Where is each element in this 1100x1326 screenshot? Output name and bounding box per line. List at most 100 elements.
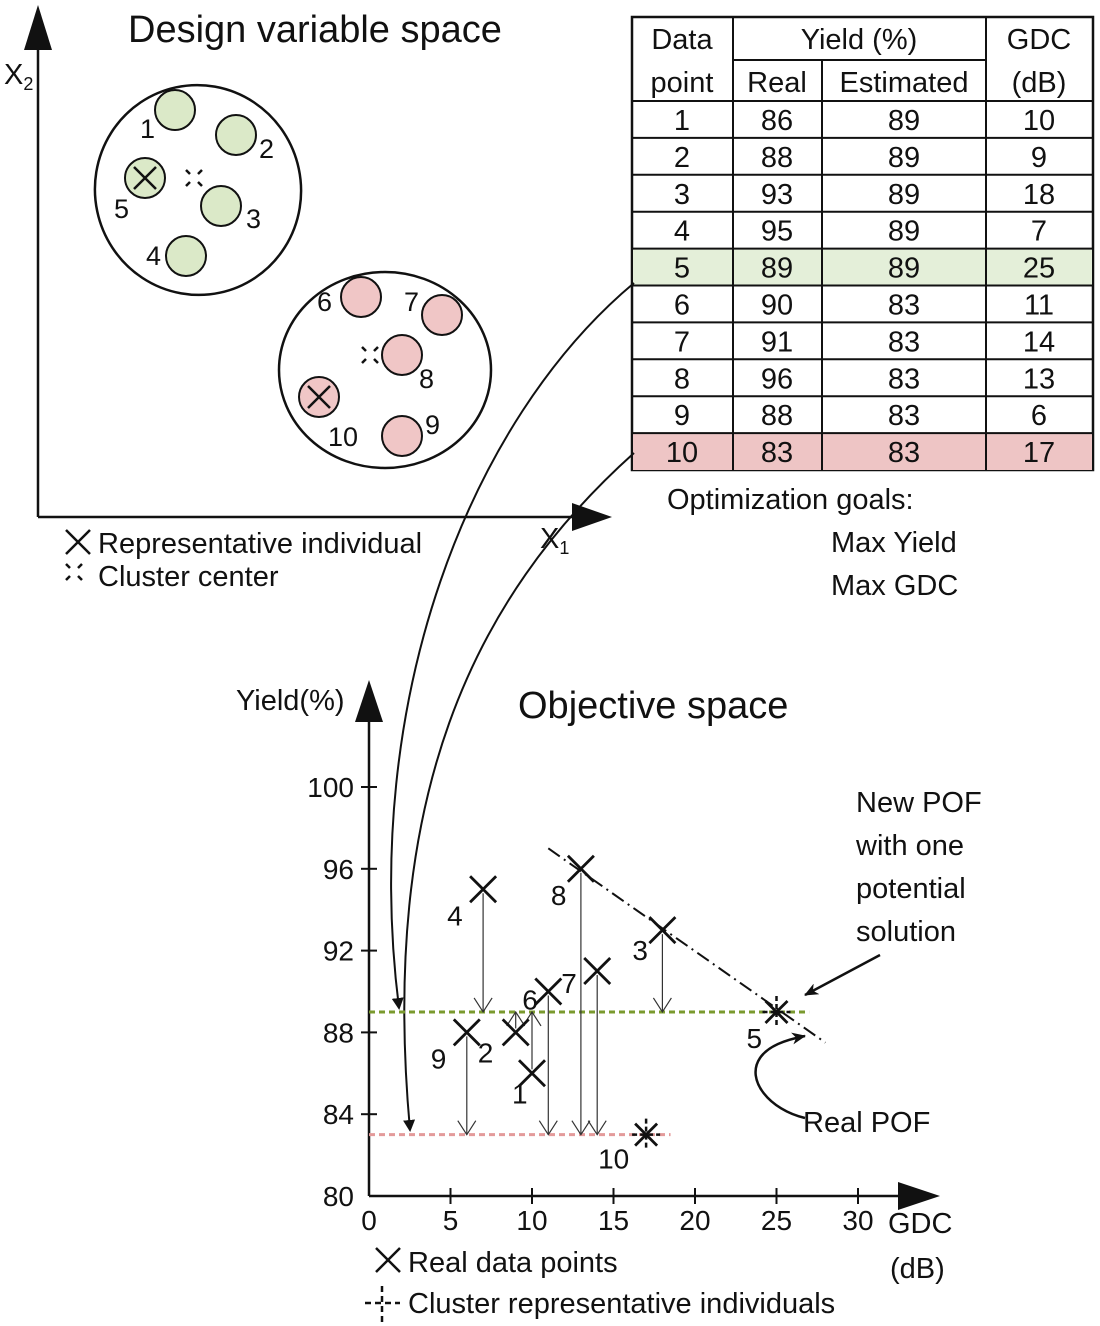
new-pof-line-4: solution xyxy=(856,916,956,948)
objective-point-2: 2 xyxy=(478,1018,530,1068)
objective-point-8: 8 xyxy=(551,854,595,911)
cluster-center-green xyxy=(185,169,203,187)
table-cell: 83 xyxy=(888,326,920,358)
gdc-axis-label: GDC xyxy=(888,1208,952,1240)
design-point-3 xyxy=(200,185,242,227)
data-table: Data point Yield (%) Real Estimated GDC … xyxy=(630,15,1095,602)
design-label-4: 4 xyxy=(146,241,161,271)
objective-point-label: 4 xyxy=(447,900,463,931)
table-cell: 3 xyxy=(674,179,690,211)
goal-max-gdc: Max GDC xyxy=(831,570,958,602)
objective-point-9: 9 xyxy=(431,1018,481,1074)
table-cell: 83 xyxy=(761,437,793,469)
table-cell: 89 xyxy=(888,216,920,248)
table-cell: 83 xyxy=(888,437,920,469)
new-pof-line-2: with one xyxy=(855,830,964,862)
table-cell: 17 xyxy=(1023,437,1055,469)
objective-point-10: 10 xyxy=(598,1118,661,1175)
estimation-arrow-9 xyxy=(457,1036,477,1136)
table-cell: 9 xyxy=(674,400,690,432)
estimation-arrow-4 xyxy=(473,893,493,1014)
objective-point-7: 7 xyxy=(561,957,612,999)
table-cell: 6 xyxy=(674,290,690,322)
table-cell: 95 xyxy=(761,216,793,248)
table-cell: 2 xyxy=(674,142,690,174)
x1-axis-label: X1 xyxy=(540,523,569,558)
y-tick-label: 100 xyxy=(307,772,354,803)
table-cell: 96 xyxy=(761,363,793,395)
design-point-6 xyxy=(340,276,382,318)
legend-cluster-reps-label: Cluster representative individuals xyxy=(408,1288,835,1320)
table-cell: 9 xyxy=(1031,142,1047,174)
design-label-1: 1 xyxy=(140,114,155,144)
header-real: Real xyxy=(747,67,807,99)
objective-point-label: 7 xyxy=(561,968,577,999)
table-cell: 88 xyxy=(761,142,793,174)
estimation-arrow-7 xyxy=(587,975,607,1136)
table-cell: 25 xyxy=(1023,253,1055,285)
design-label-8: 8 xyxy=(419,364,434,394)
legend-center-icon xyxy=(65,563,83,581)
design-label-5: 5 xyxy=(114,194,129,224)
legend-real-points-label: Real data points xyxy=(408,1247,618,1279)
new-pof-line-1: New POF xyxy=(856,787,982,819)
design-point-8 xyxy=(381,334,423,376)
table-row-highlight xyxy=(633,249,1092,286)
objective-point-label: 2 xyxy=(478,1037,494,1068)
objective-point-label: 3 xyxy=(632,935,648,966)
yield-axis-label: Yield(%) xyxy=(236,685,345,717)
table-cell: 1 xyxy=(674,105,690,137)
estimation-arrow-3 xyxy=(652,934,672,1014)
mapping-arrow-point-5 xyxy=(390,282,635,1010)
estimation-arrow-8 xyxy=(571,872,591,1136)
objective-point-5: 5 xyxy=(747,995,791,1054)
table-cell: 8 xyxy=(674,363,690,395)
x-tick-label: 15 xyxy=(598,1205,629,1236)
design-variable-space: Design variable space X2 X1 1 2 3 4 5 xyxy=(4,5,612,593)
goal-max-yield: Max Yield xyxy=(831,527,957,559)
y-tick-label: 80 xyxy=(323,1181,354,1212)
objective-point-label: 10 xyxy=(598,1144,629,1175)
table-cell: 7 xyxy=(674,326,690,358)
x-tick-label: 5 xyxy=(443,1205,459,1236)
header-yield: Yield (%) xyxy=(801,24,918,56)
cluster-red-boundary xyxy=(277,270,493,470)
new-pof-line-3: potential xyxy=(856,873,966,905)
objective-legend: Real data points Cluster representative … xyxy=(365,1247,835,1322)
cluster-center-red xyxy=(361,346,379,364)
new-pof-pointer xyxy=(804,953,881,997)
design-point-4 xyxy=(165,235,207,277)
objective-point-label: 5 xyxy=(747,1023,763,1054)
table-cell: 83 xyxy=(888,400,920,432)
y-tick-label: 92 xyxy=(323,936,354,967)
table-cell: 91 xyxy=(761,326,793,358)
design-space-title: Design variable space xyxy=(128,9,502,51)
design-label-3: 3 xyxy=(246,204,261,234)
gdc-axis-arrowhead xyxy=(898,1182,940,1210)
gdc-axis-unit: (dB) xyxy=(890,1253,945,1285)
design-label-2: 2 xyxy=(259,134,274,164)
objective-point-label: 8 xyxy=(551,880,567,911)
table-cell: 14 xyxy=(1023,326,1055,358)
representative-marker-5 xyxy=(133,166,157,190)
table-cell: 89 xyxy=(888,179,920,211)
table-cell: 83 xyxy=(888,363,920,395)
table-cell: 4 xyxy=(674,216,690,248)
header-gdc: GDC xyxy=(1007,24,1071,56)
real-pof-pointer xyxy=(754,1032,806,1120)
legend-center-label: Cluster center xyxy=(98,561,279,593)
x2-axis-label: X2 xyxy=(4,59,33,94)
x-tick-label: 30 xyxy=(842,1205,873,1236)
design-point-7 xyxy=(421,294,463,336)
table-cell: 89 xyxy=(761,253,793,285)
